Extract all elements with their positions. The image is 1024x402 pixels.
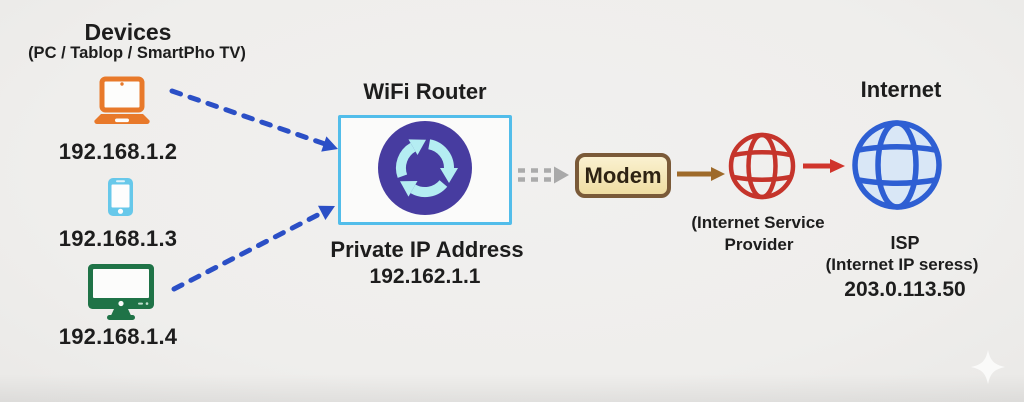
modem-label: Modem	[584, 162, 662, 188]
laptop-to-router-arrow	[169, 88, 338, 152]
monitor-icon	[87, 263, 155, 326]
router-sync-icon	[378, 121, 472, 215]
router-caption: Private IP Address	[330, 237, 524, 262]
internet-caption-sub: (Internet IP seress)	[825, 255, 979, 274]
laptop-ip-label: 192.168.1.2	[58, 139, 178, 164]
devices-subtitle: (PC / Tablop / SmartPho TV)	[28, 44, 246, 62]
internet-ip-label: 203.0.113.50	[844, 278, 966, 301]
smartphone-icon	[107, 177, 134, 222]
modem-box: Modem	[575, 153, 671, 198]
internet-globe-icon	[852, 120, 942, 210]
wifi-router-title: WiFi Router	[363, 79, 487, 104]
wifi-router-box	[338, 115, 512, 225]
router-ip-label: 192.162.1.1	[369, 265, 481, 288]
monitor-to-router-arrow	[171, 205, 335, 292]
modem-to-isp-arrow	[677, 167, 725, 181]
isp-caption-line2: Provider	[724, 235, 794, 254]
isp-globe-icon	[728, 132, 796, 200]
smartphone-ip-label: 192.168.1.3	[58, 226, 178, 251]
isp-to-internet-arrow	[803, 159, 845, 173]
internet-title: Internet	[860, 77, 942, 102]
isp-caption-line1: (Internet Service	[691, 213, 825, 232]
devices-title: Devices	[84, 19, 172, 45]
monitor-ip-label: 192.168.1.4	[58, 324, 178, 349]
laptop-icon	[92, 76, 152, 137]
internet-caption-isp: ISP	[890, 233, 920, 253]
router-to-modem-arrow	[518, 166, 569, 184]
sparkle-icon	[971, 350, 1005, 384]
